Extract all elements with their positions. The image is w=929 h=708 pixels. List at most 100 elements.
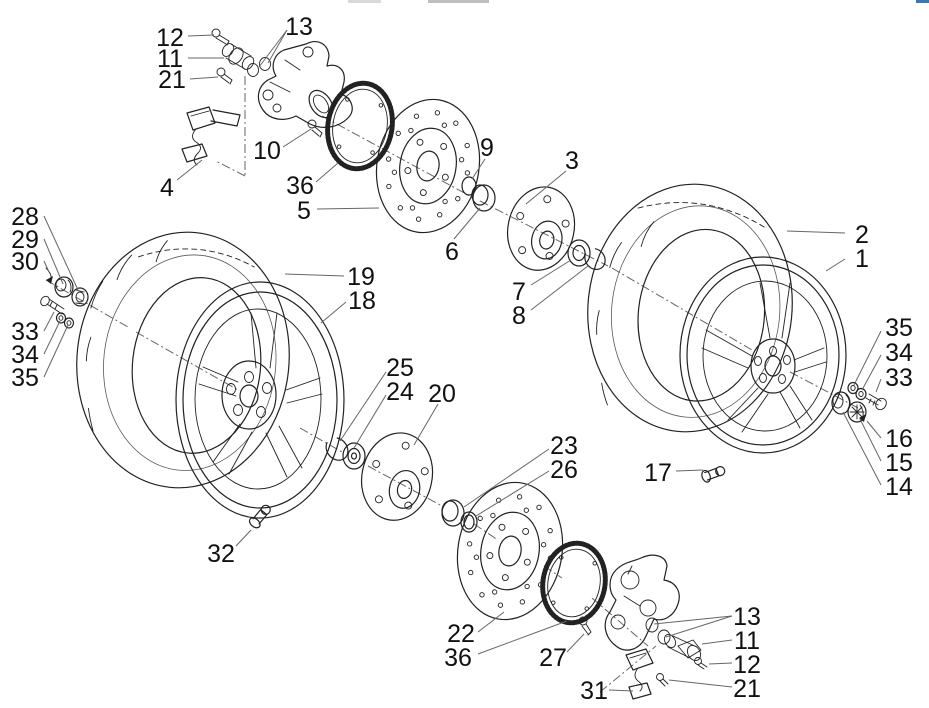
callout-11: 11 — [157, 45, 224, 73]
front-hub — [507, 186, 576, 271]
top-bar-fragment-left — [348, 0, 381, 3]
callout-7: 7 — [512, 259, 572, 306]
front-seal-ring — [461, 176, 477, 196]
callout-20: 20 — [413, 380, 456, 446]
screw-12-rear — [694, 657, 702, 665]
callout-number: 33 — [11, 318, 39, 346]
leader-line — [258, 29, 288, 68]
callout-number: 13 — [733, 603, 761, 631]
leader-line — [316, 207, 380, 210]
callout-number: 24 — [386, 378, 414, 406]
screw-12-front — [211, 28, 221, 38]
callout-16: 16 — [866, 420, 913, 453]
odometer-sensor-rear — [663, 633, 702, 661]
front-caliper-bracket — [257, 41, 353, 128]
callout-number: 3 — [565, 147, 579, 175]
callout-number: 27 — [539, 644, 567, 672]
rear-brake-disc — [456, 481, 564, 621]
callout-13: 13 — [653, 603, 761, 638]
top-bar-fragment-mid — [428, 0, 489, 3]
leader-line — [608, 689, 634, 692]
callout-36: 36 — [286, 162, 339, 200]
leader-line — [282, 128, 312, 148]
leader-line — [43, 324, 69, 378]
callout-19: 19 — [284, 263, 375, 291]
front-lug-holes — [754, 346, 791, 384]
washer-34-right — [855, 387, 867, 401]
callout-24: 24 — [353, 378, 414, 449]
leader-line — [853, 330, 882, 386]
callout-number: 12 — [733, 651, 761, 679]
callout-number: 36 — [286, 172, 314, 200]
callout-number: 33 — [885, 364, 913, 392]
front-spacer — [471, 184, 496, 212]
callout-26: 26 — [475, 456, 578, 517]
callout-number: 17 — [644, 459, 672, 487]
rear-caliper-bracket — [604, 554, 680, 651]
rear-valve-stem — [248, 504, 271, 529]
odometer-sensor-front — [221, 43, 255, 70]
callout-23: 23 — [463, 432, 578, 508]
front-sensor-fasteners — [211, 28, 323, 138]
o-ring-13-front-b — [259, 57, 271, 71]
callout-27: 27 — [539, 633, 585, 672]
leader-line — [477, 620, 568, 655]
ring-nut-15 — [847, 401, 867, 423]
callout-21: 21 — [158, 66, 219, 94]
leader-line — [235, 529, 252, 547]
callout-14: 14 — [842, 411, 913, 501]
abs-sensor-front — [181, 106, 241, 166]
rear-spacer — [441, 499, 465, 527]
screw-27 — [578, 616, 592, 636]
callout-34: 34 — [861, 339, 913, 391]
callout-12: 12 — [156, 24, 215, 52]
callout-number: 34 — [885, 339, 913, 367]
rear-hub — [361, 432, 434, 521]
callout-3: 3 — [525, 147, 579, 205]
leader-line — [842, 411, 882, 486]
callout-11: 11 — [701, 627, 760, 655]
front-axle-hardware — [831, 381, 887, 423]
grease-arrow-16 — [859, 404, 866, 422]
callout-number: 34 — [11, 341, 39, 369]
leader-line — [665, 615, 733, 638]
leader-line — [701, 639, 733, 645]
leader-line — [187, 34, 215, 37]
callout-8: 8 — [512, 265, 589, 330]
callout-12: 12 — [708, 651, 761, 679]
leader-line — [315, 162, 339, 183]
o-ring-13-rear-b — [657, 629, 671, 645]
leader-line — [859, 418, 882, 462]
callout-number: 28 — [11, 203, 39, 231]
leader-line — [43, 238, 64, 285]
callout-number: 20 — [428, 380, 456, 408]
callout-number: 14 — [885, 473, 913, 501]
leader-line — [43, 311, 55, 332]
callout-number: 18 — [348, 287, 376, 315]
callout-28: 28 — [11, 203, 79, 291]
washer-35-right — [847, 381, 859, 395]
callout-number: 1 — [855, 245, 869, 273]
top-accent-fragment — [916, 0, 929, 3]
leader-line — [653, 615, 733, 625]
leader-line — [786, 230, 846, 234]
callout-6: 6 — [445, 207, 481, 266]
callout-32: 32 — [207, 529, 252, 568]
callout-number: 29 — [11, 226, 39, 254]
front-tire — [587, 183, 793, 433]
rear-wheel-assembly — [76, 231, 345, 529]
front-valve-stem — [701, 466, 726, 483]
callout-15: 15 — [859, 418, 913, 477]
callout-number: 10 — [253, 137, 281, 165]
callout-33: 33 — [875, 364, 913, 393]
leader-line — [353, 394, 387, 449]
axle-bolt-33-right — [865, 393, 887, 411]
leader-line — [413, 403, 439, 446]
callout-number: 11 — [157, 45, 183, 73]
callout-number: 35 — [885, 314, 913, 342]
front-rim-spokes — [701, 282, 827, 433]
rear-bearing-inner — [342, 442, 366, 470]
callout-number: 36 — [444, 644, 472, 672]
washer-35-left — [63, 317, 75, 329]
